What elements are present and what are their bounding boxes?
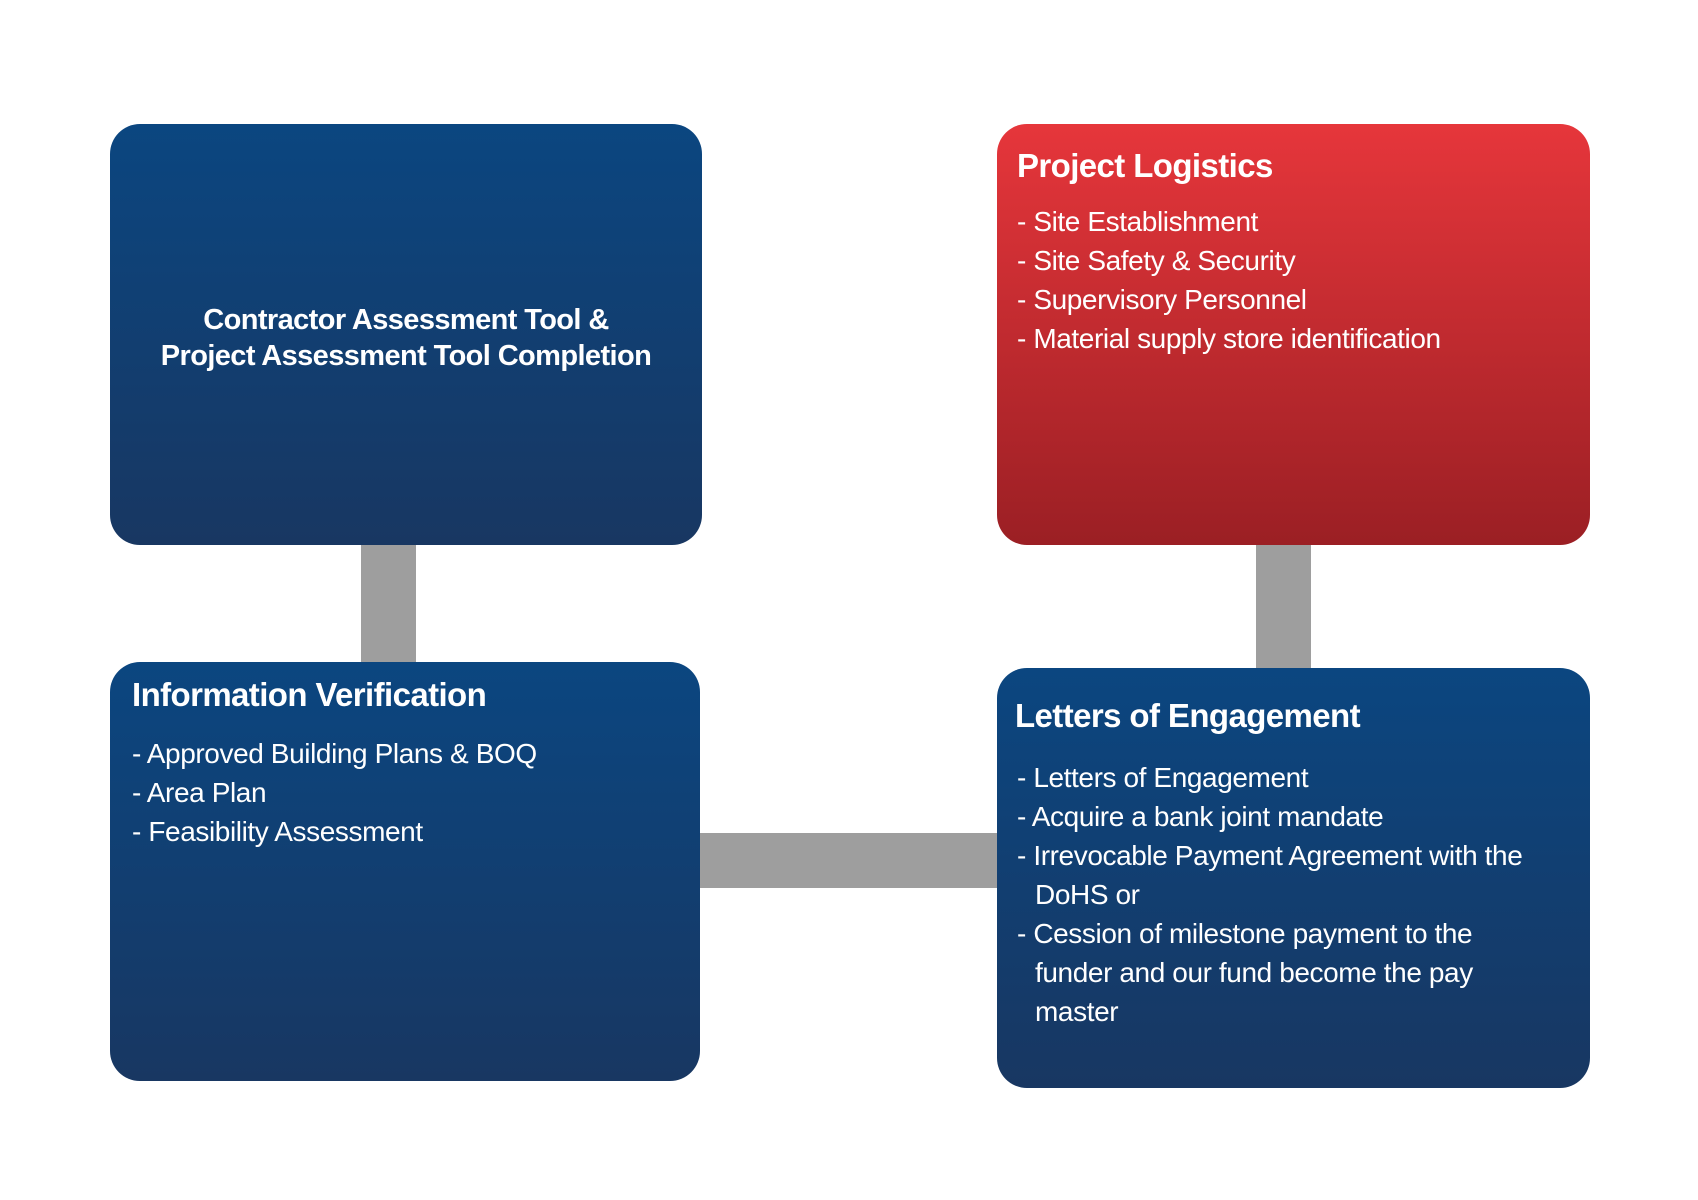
connector-info-to-letters bbox=[696, 833, 1002, 888]
list-item: Feasibility Assessment bbox=[132, 812, 682, 851]
list-item: Acquire a bank joint mandate bbox=[1017, 797, 1537, 836]
list-item: Material supply store identification bbox=[1017, 319, 1577, 358]
connector-contractor-to-info bbox=[361, 540, 416, 666]
information-verification-title: Information Verification bbox=[132, 676, 487, 713]
list-item: Site Establishment bbox=[1017, 202, 1577, 241]
list-item: Letters of Engagement bbox=[1017, 758, 1537, 797]
connector-logistics-to-letters bbox=[1256, 540, 1311, 672]
title-line: Project Assessment Tool Completion bbox=[160, 340, 652, 372]
list-item: Approved Building Plans & BOQ bbox=[132, 734, 682, 773]
letters-of-engagement-title: Letters of Engagement bbox=[1015, 697, 1361, 734]
letters-of-engagement-box: Letters of Engagement Letters of Engagem… bbox=[997, 668, 1590, 1088]
information-verification-box: Information Verification Approved Buildi… bbox=[110, 662, 700, 1081]
project-logistics-box: Project Logistics Site Establishment Sit… bbox=[997, 124, 1590, 545]
title-line: Contractor Assessment Tool & bbox=[203, 304, 609, 336]
list-item: Supervisory Personnel bbox=[1017, 280, 1577, 319]
project-logistics-list: Site Establishment Site Safety & Securit… bbox=[1017, 202, 1577, 358]
list-item: Site Safety & Security bbox=[1017, 241, 1577, 280]
letters-of-engagement-list: Letters of Engagement Acquire a bank joi… bbox=[1017, 758, 1537, 1031]
information-verification-list: Approved Building Plans & BOQ Area Plan … bbox=[132, 734, 682, 851]
project-logistics-title: Project Logistics bbox=[1017, 147, 1273, 184]
contractor-assessment-box: Contractor Assessment Tool & Project Ass… bbox=[110, 124, 702, 545]
list-item: Area Plan bbox=[132, 773, 682, 812]
list-item: Cession of milestone payment to the fund… bbox=[1017, 914, 1537, 1031]
contractor-assessment-title: Contractor Assessment Tool & Project Ass… bbox=[110, 302, 702, 374]
list-item: Irrevocable Payment Agreement with the D… bbox=[1017, 836, 1537, 914]
